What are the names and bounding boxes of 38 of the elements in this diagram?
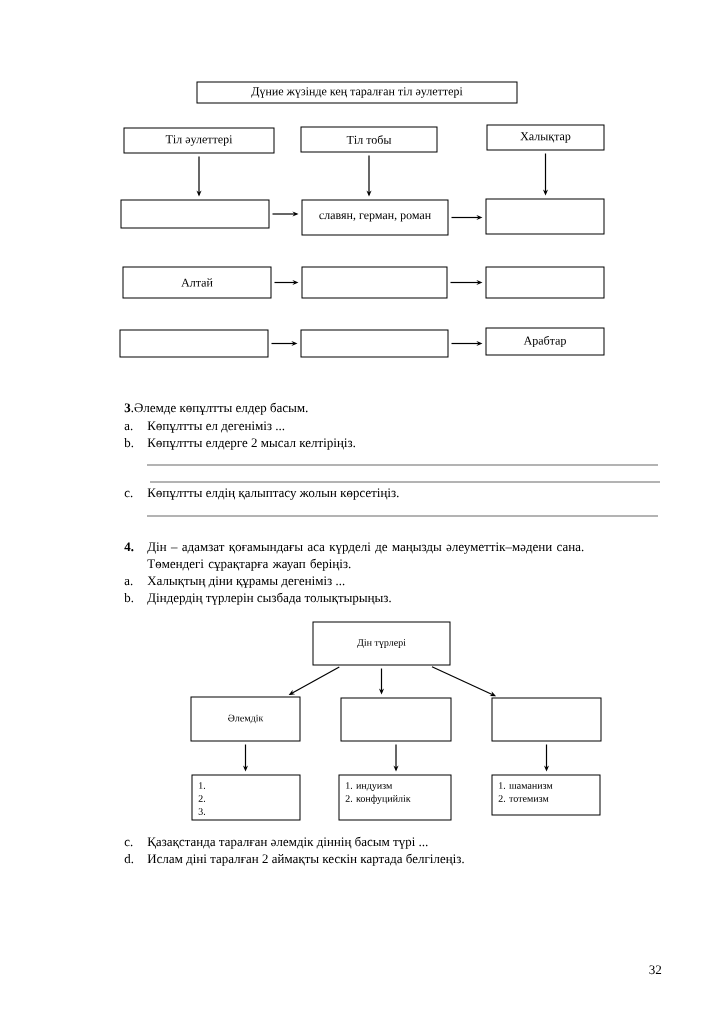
empty-box bbox=[485, 198, 605, 235]
text-box: Тіл әулеттері bbox=[123, 127, 275, 154]
question-text: 3.Әлемде көпұлтты елдер басым. bbox=[124, 402, 308, 415]
text-box: Алтай bbox=[122, 266, 272, 299]
empty-box bbox=[119, 329, 269, 358]
text-box: Тіл тобы bbox=[300, 126, 438, 153]
list-marker: a. bbox=[124, 578, 133, 586]
question-text: Халықтың діни құрамы дегеніміз ... bbox=[147, 576, 345, 588]
text-box: Дүние жүзінде кең таралған тіл әулеттері bbox=[196, 81, 518, 104]
list-marker: c. bbox=[124, 490, 133, 498]
text-box: 1. индуизм 2. конфуцийлік bbox=[338, 774, 452, 821]
list-marker: c. bbox=[124, 839, 133, 847]
text-box: 1. 2. 3. bbox=[191, 774, 301, 821]
page-number: 32 bbox=[649, 965, 662, 975]
text-box: Әлемдік bbox=[190, 696, 301, 742]
question-text: Ислам діні таралған 2 аймақты кескін картада белгілеңіз. bbox=[147, 853, 464, 866]
list-marker: b. bbox=[124, 438, 134, 448]
question-text: Дін – адамзат қоғамындағы аса күрделі де маңызды әлеуметтік–мәдени сана. Төмендегі сұрақтарға жауап беріңіз. bbox=[147, 542, 584, 571]
empty-box bbox=[300, 329, 449, 358]
list-marker: b. bbox=[124, 593, 134, 603]
question-text: Көпұлтты елдерге 2 мысал келтіріңіз. bbox=[147, 438, 355, 450]
text-box: 1. шаманизм 2. тотемизм bbox=[491, 774, 601, 816]
text-box: Халықтар bbox=[486, 124, 605, 151]
empty-box bbox=[485, 266, 605, 299]
empty-box bbox=[491, 697, 602, 742]
empty-box bbox=[301, 266, 448, 299]
empty-box bbox=[340, 697, 452, 742]
empty-box bbox=[120, 199, 270, 229]
text-box: Дін түрлері bbox=[312, 621, 451, 666]
list-marker: 4. bbox=[124, 542, 134, 552]
question-text: Көпұлтты ел дегеніміз ... bbox=[147, 421, 285, 433]
question-text: Діндердің түрлерін сызбада толықтырыңыз. bbox=[147, 592, 391, 605]
list-marker: a. bbox=[124, 423, 133, 431]
question-text: Көпұлтты елдің қалыптасу жолын көрсетіңіз. bbox=[147, 488, 399, 500]
text-box: славян, герман, роман bbox=[301, 199, 449, 236]
list-marker: d. bbox=[124, 854, 134, 864]
text-box: Арабтар bbox=[485, 327, 605, 356]
question-text: Қазақстанда таралған әлемдік діннің басым түрі ... bbox=[147, 836, 428, 849]
